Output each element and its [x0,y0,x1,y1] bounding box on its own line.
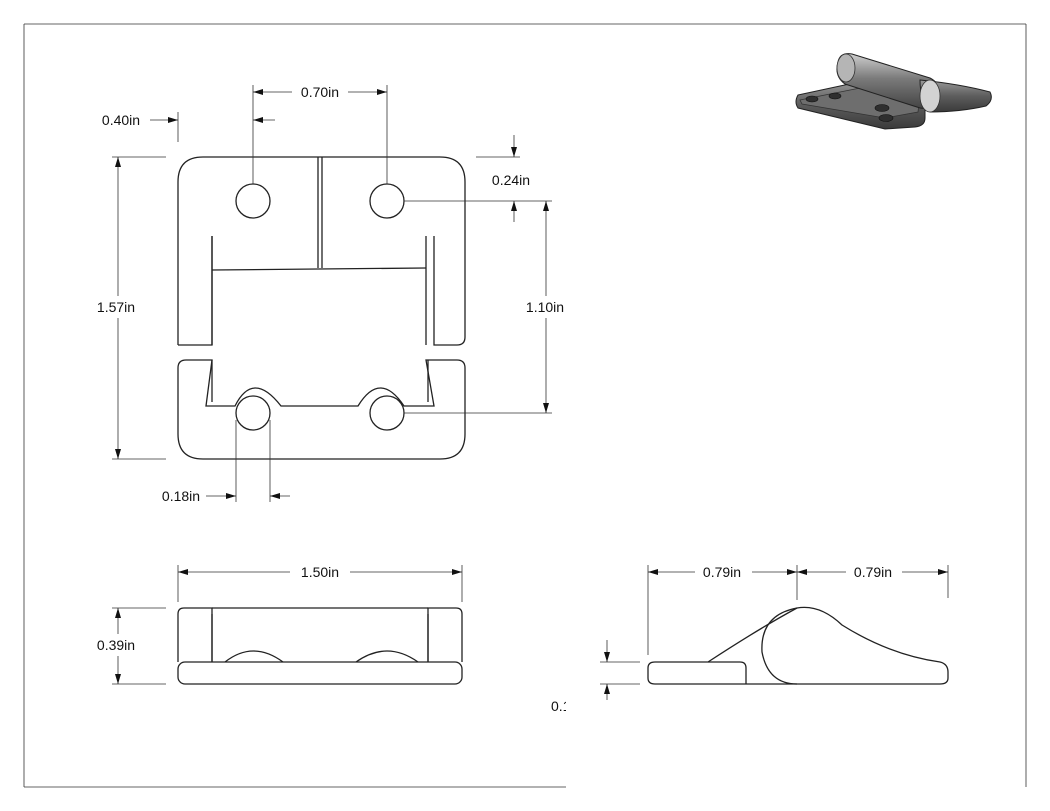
dim-hole-spacing: 0.70in [252,84,388,184]
dim-hole-diameter: 0.18in [162,420,290,504]
label-left-offset: 0.40in [102,112,140,128]
label-side-left-width: 0.79in [703,564,741,580]
dim-front-height: 0.39in [97,607,166,685]
label-hole-spacing: 0.70in [301,84,339,100]
dim-side-thickness: 0.1 [551,640,640,717]
hinge-isometric-icon [795,53,992,130]
front-view: 1.50in 0.39in [97,564,463,685]
dim-hole-vertical-spacing: 1.10in [404,201,564,414]
dim-overall-height: 1.57in [97,156,166,460]
label-hole-diameter: 0.18in [162,488,200,504]
label-front-height: 0.39in [97,637,135,653]
dim-top-hole-offset: 0.24in [404,135,552,222]
hole-top-right [369,183,405,219]
side-view: 0.79in 0.79in 0.1 [551,564,949,717]
hole-top-left [235,183,271,219]
label-overall-height: 1.57in [97,299,135,315]
label-side-thickness: 0.1 [551,698,571,714]
sheet-border [23,23,1027,788]
hole-bottom-right [369,395,405,431]
label-top-hole-offset: 0.24in [492,172,530,188]
label-front-width: 1.50in [301,564,339,580]
top-view: 0.70in 0.40in 0.24in 1.10 [97,84,564,504]
hole-bottom-left [235,395,271,431]
dim-side-widths: 0.79in 0.79in [647,564,949,655]
dim-front-width: 1.50in [177,564,463,602]
dim-left-offset: 0.40in [102,112,275,142]
label-hole-vertical-spacing: 1.10in [526,299,564,315]
label-side-right-width: 0.79in [854,564,892,580]
